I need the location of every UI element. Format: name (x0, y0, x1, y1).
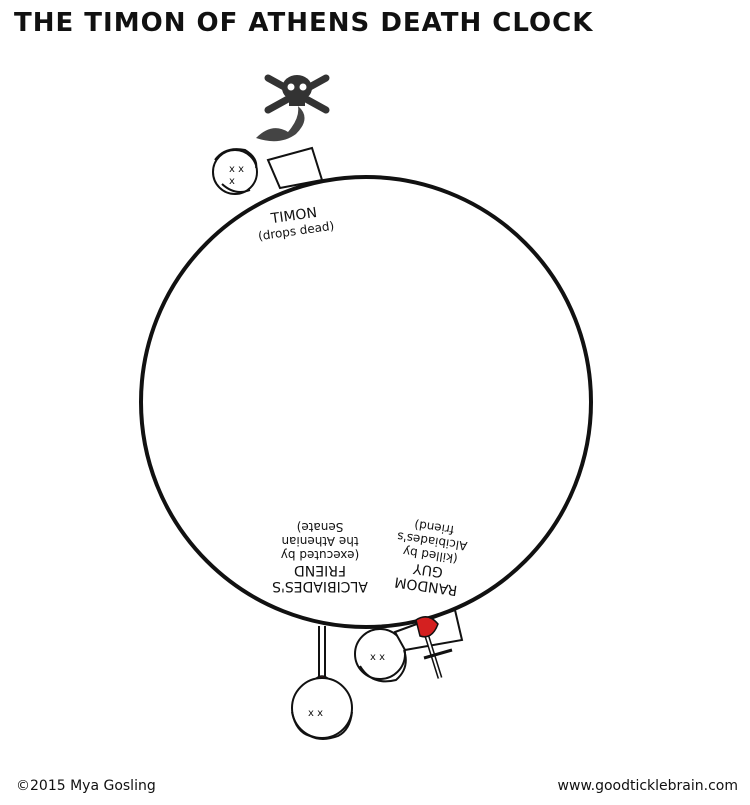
sword-icon (415, 616, 453, 679)
svg-text:x: x (229, 176, 235, 187)
random-guy-label: RANDOM GUY (killed by Alcibiades's frien… (370, 513, 489, 602)
page-title: THE TIMON OF ATHENS DEATH CLOCK (14, 8, 594, 38)
alcibiades-friend-detail-1: (executed by (280, 548, 360, 562)
clock-face (139, 175, 593, 629)
blood-splatter-icon (415, 616, 439, 638)
svg-text:x x: x x (370, 652, 385, 663)
website-link[interactable]: www.goodticklebrain.com (557, 778, 738, 794)
alcibiades-friend-name-1: ALCIBIADES'S (272, 578, 368, 594)
soul-wisp-icon (256, 106, 305, 142)
alcibiades-friend-name-2: FRIEND (294, 562, 347, 578)
svg-text:x x: x x (308, 708, 323, 719)
skull-crossbones-icon (264, 74, 330, 114)
timon-figure: x x x (212, 146, 324, 195)
alcibiades-friend-label: ALCIBIADES'S FRIEND (executed by the Ath… (260, 520, 380, 594)
alcibiades-friend-detail-3: Senate) (296, 520, 344, 534)
svg-text:x x: x x (229, 164, 244, 175)
alcibiades-friend-figure: x x (291, 626, 353, 740)
alcibiades-friend-detail-2: the Athenian (281, 534, 359, 548)
copyright-text: ©2015 Mya Gosling (16, 778, 156, 794)
random-guy-figure: x x (354, 608, 464, 683)
